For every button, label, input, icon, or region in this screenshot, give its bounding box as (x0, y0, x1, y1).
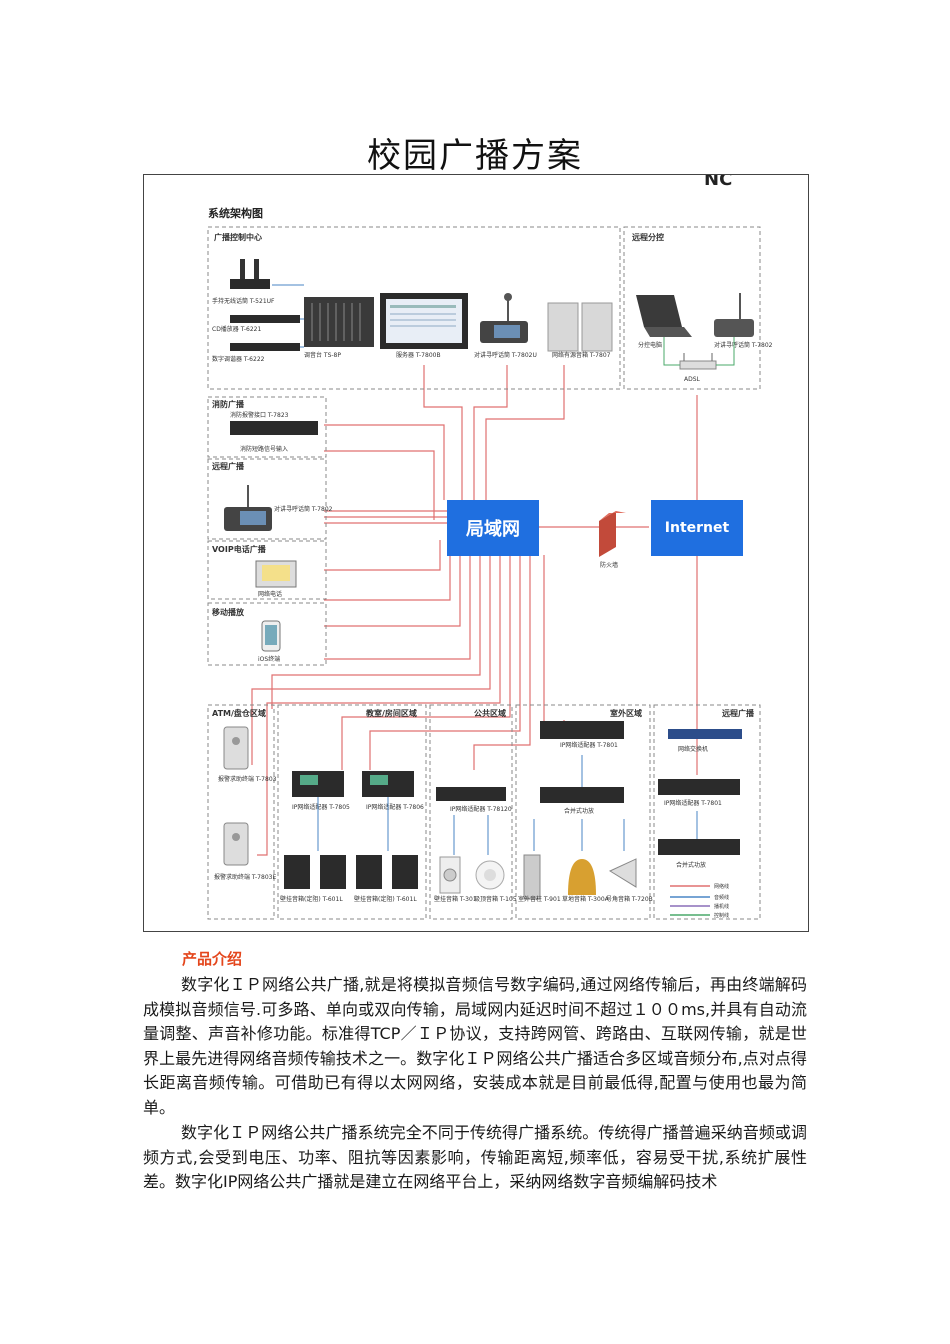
group-label-control-center: 广播控制中心 (214, 232, 262, 242)
net-source-label: 网络有源音箱 T-7807 (552, 351, 611, 359)
out-column-label: 室外音柱 T-901 (518, 895, 561, 903)
fire-device: 消防报警接口 T-7823 消防短路信号输入 (230, 411, 318, 453)
intercom-u-device: 对讲寻呼话筒 T-7802U (474, 293, 537, 359)
mic-label: 手持无线话筒 T-521UF (212, 297, 275, 305)
out-adapter-label: IP网络适配器 T-7801 (560, 741, 618, 749)
out-lawn-label: 草地音箱 T-300A (562, 895, 610, 903)
remote-mic2-label: 对讲寻呼话筒 T-7802 (274, 505, 333, 513)
alarm1-device: 报警求助终端 T-7803 (218, 726, 277, 783)
paragraph: 数字化ＩＰ网络公共广播系统完全不同于传统得广播系统。传统得广播普遍采纳音频或调频… (143, 1123, 807, 1191)
group-label-remote-zone: 远程广播 (722, 708, 755, 718)
net-source-device: 网络有源音箱 T-7807 (547, 302, 613, 359)
adsl-device: ADSL (679, 353, 717, 383)
wall-speakers-2: 壁挂音箱(定阻) T-601L (354, 855, 418, 903)
tuner-label: 数字调谐器 T-6222 (212, 355, 265, 363)
firewall-label: 防火墙 (600, 561, 618, 569)
wall2-label: 壁挂音箱(定阻) T-601L (354, 895, 417, 903)
group-label-remote-control: 远程分控 (632, 232, 664, 242)
rz-amp-label: 合并式功放 (676, 861, 706, 869)
legend-network: 网络线 (714, 883, 729, 890)
alarm1-label: 报警求助终端 T-7803 (218, 775, 277, 783)
alarm2-label: 报警求助终端 T-7803E (214, 873, 276, 881)
lan-hub: 局域网 (447, 500, 539, 556)
rz-amp-device: 合并式功放 (658, 839, 740, 869)
group-label-outdoor: 室外区域 (610, 708, 642, 718)
ios-device: iOS终端 (258, 620, 281, 663)
group-boxes (207, 226, 761, 920)
section-title: 产品介绍 (182, 950, 243, 968)
group-label-public: 公共区域 (474, 708, 506, 718)
mixer-device: 调音台 TS-8P (304, 297, 374, 359)
system-architecture-diagram: NC 系统架构图 (143, 174, 809, 932)
mic-device: 手持无线话筒 T-521UF (212, 259, 275, 305)
rz-switch-device: 网络交换机 (668, 729, 742, 753)
diagram-legend: 网络线 音频线 播机线 控制线 (670, 883, 729, 919)
adsl-label: ADSL (684, 376, 701, 383)
paragraph: 数字化ＩＰ网络公共广播,就是将模拟音频信号数字编码,通过网络传输后，再由终端解码… (143, 975, 807, 1117)
wall-speakers-1: 壁挂音箱(定阻) T-601L (280, 855, 346, 903)
fire-in-label: 消防短路信号输入 (240, 445, 288, 453)
pub-ceiling-label: 吸顶音箱 T-105 (474, 895, 517, 903)
server-device: 服务器 T-7800B (380, 293, 468, 359)
diagram-svg: NC 系统架构图 (207, 175, 773, 920)
firewall: 防火墙 (599, 511, 626, 569)
internet-hub: Internet (651, 500, 743, 556)
adapter2-device: IP网络适配器 T-7806 (362, 771, 424, 811)
adapter2-label: IP网络适配器 T-7806 (366, 803, 424, 811)
ios-label: iOS终端 (258, 655, 280, 663)
cd-device: CD播放器 T-6221 (212, 315, 300, 333)
adapter1-label: IP网络适配器 T-7805 (292, 803, 350, 811)
corner-logo: NC (704, 175, 732, 190)
server-label: 服务器 T-7800B (396, 351, 441, 359)
mixer-label: 调音台 TS-8P (304, 351, 341, 359)
cd-label: CD播放器 T-6221 (212, 325, 261, 333)
remote-mic-device: 对讲寻呼话筒 T-7802 (714, 293, 773, 349)
diagram-header: 系统架构图 (208, 206, 263, 220)
out-horn-device: 号角音箱 T-720B (606, 858, 653, 903)
pub-wall-device: 壁挂音箱 T-301 (434, 856, 477, 903)
adapter1-device: IP网络适配器 T-7805 (292, 771, 350, 811)
fire-if-label: 消防报警接口 T-7823 (230, 411, 289, 419)
remote-pc-label: 分控电脑 (638, 341, 662, 349)
legend-audio: 音频线 (714, 894, 729, 901)
remote-mic-label: 对讲寻呼话筒 T-7802 (714, 341, 773, 349)
group-label-remote-broadcast: 远程广播 (212, 461, 245, 471)
pub-wall-label: 壁挂音箱 T-301 (434, 895, 477, 903)
remote-mic2-device: 对讲寻呼话筒 T-7802 (224, 485, 333, 531)
pub-adapter-label: IP网络适配器 T-78120 (450, 805, 512, 813)
tuner-device: 数字调谐器 T-6222 (212, 343, 300, 363)
out-column-device: 室外音柱 T-901 (518, 854, 561, 903)
legend-control: 控制线 (714, 912, 729, 919)
out-adapter-device: IP网络适配器 T-7801 (540, 721, 624, 749)
pub-adapter-device: IP网络适配器 T-78120 (436, 787, 512, 813)
rz-switch-label: 网络交换机 (678, 745, 708, 753)
wall1-label: 壁挂音箱(定阻) T-601L (280, 895, 343, 903)
out-amp-label: 合并式功放 (564, 807, 594, 815)
group-label-mobile: 移动播放 (212, 607, 245, 617)
rz-adapter-label: IP网络适配器 T-7801 (664, 799, 722, 807)
group-label-voip: VOIP电话广播 (212, 544, 267, 554)
out-horn-label: 号角音箱 T-720B (606, 895, 653, 903)
group-label-atm: ATM/盘仓区域 (212, 708, 266, 718)
net-phone-device: 网络电话 (255, 560, 297, 598)
group-label-fire: 消防广播 (212, 399, 245, 409)
rz-adapter-device: IP网络适配器 T-7801 (658, 779, 740, 807)
network-lines (251, 365, 698, 856)
alarm2-device: 报警求助终端 T-7803E (214, 822, 276, 881)
remote-pc-device: 分控电脑 (636, 295, 692, 349)
lan-label: 局域网 (466, 518, 520, 540)
net-phone-label: 网络电话 (258, 590, 282, 598)
out-lawn-device: 草地音箱 T-300A (562, 859, 610, 903)
group-label-classroom: 教室/房间区域 (365, 708, 417, 718)
out-amp-device: 合并式功放 (540, 787, 624, 815)
legend-broadcast: 播机线 (714, 903, 729, 910)
intercom-u-label: 对讲寻呼话筒 T-7802U (474, 351, 537, 359)
internet-label: Internet (665, 520, 730, 536)
page-title: 校园广播方案 (367, 136, 583, 176)
pub-ceiling-device: 吸顶音箱 T-105 (474, 860, 517, 903)
